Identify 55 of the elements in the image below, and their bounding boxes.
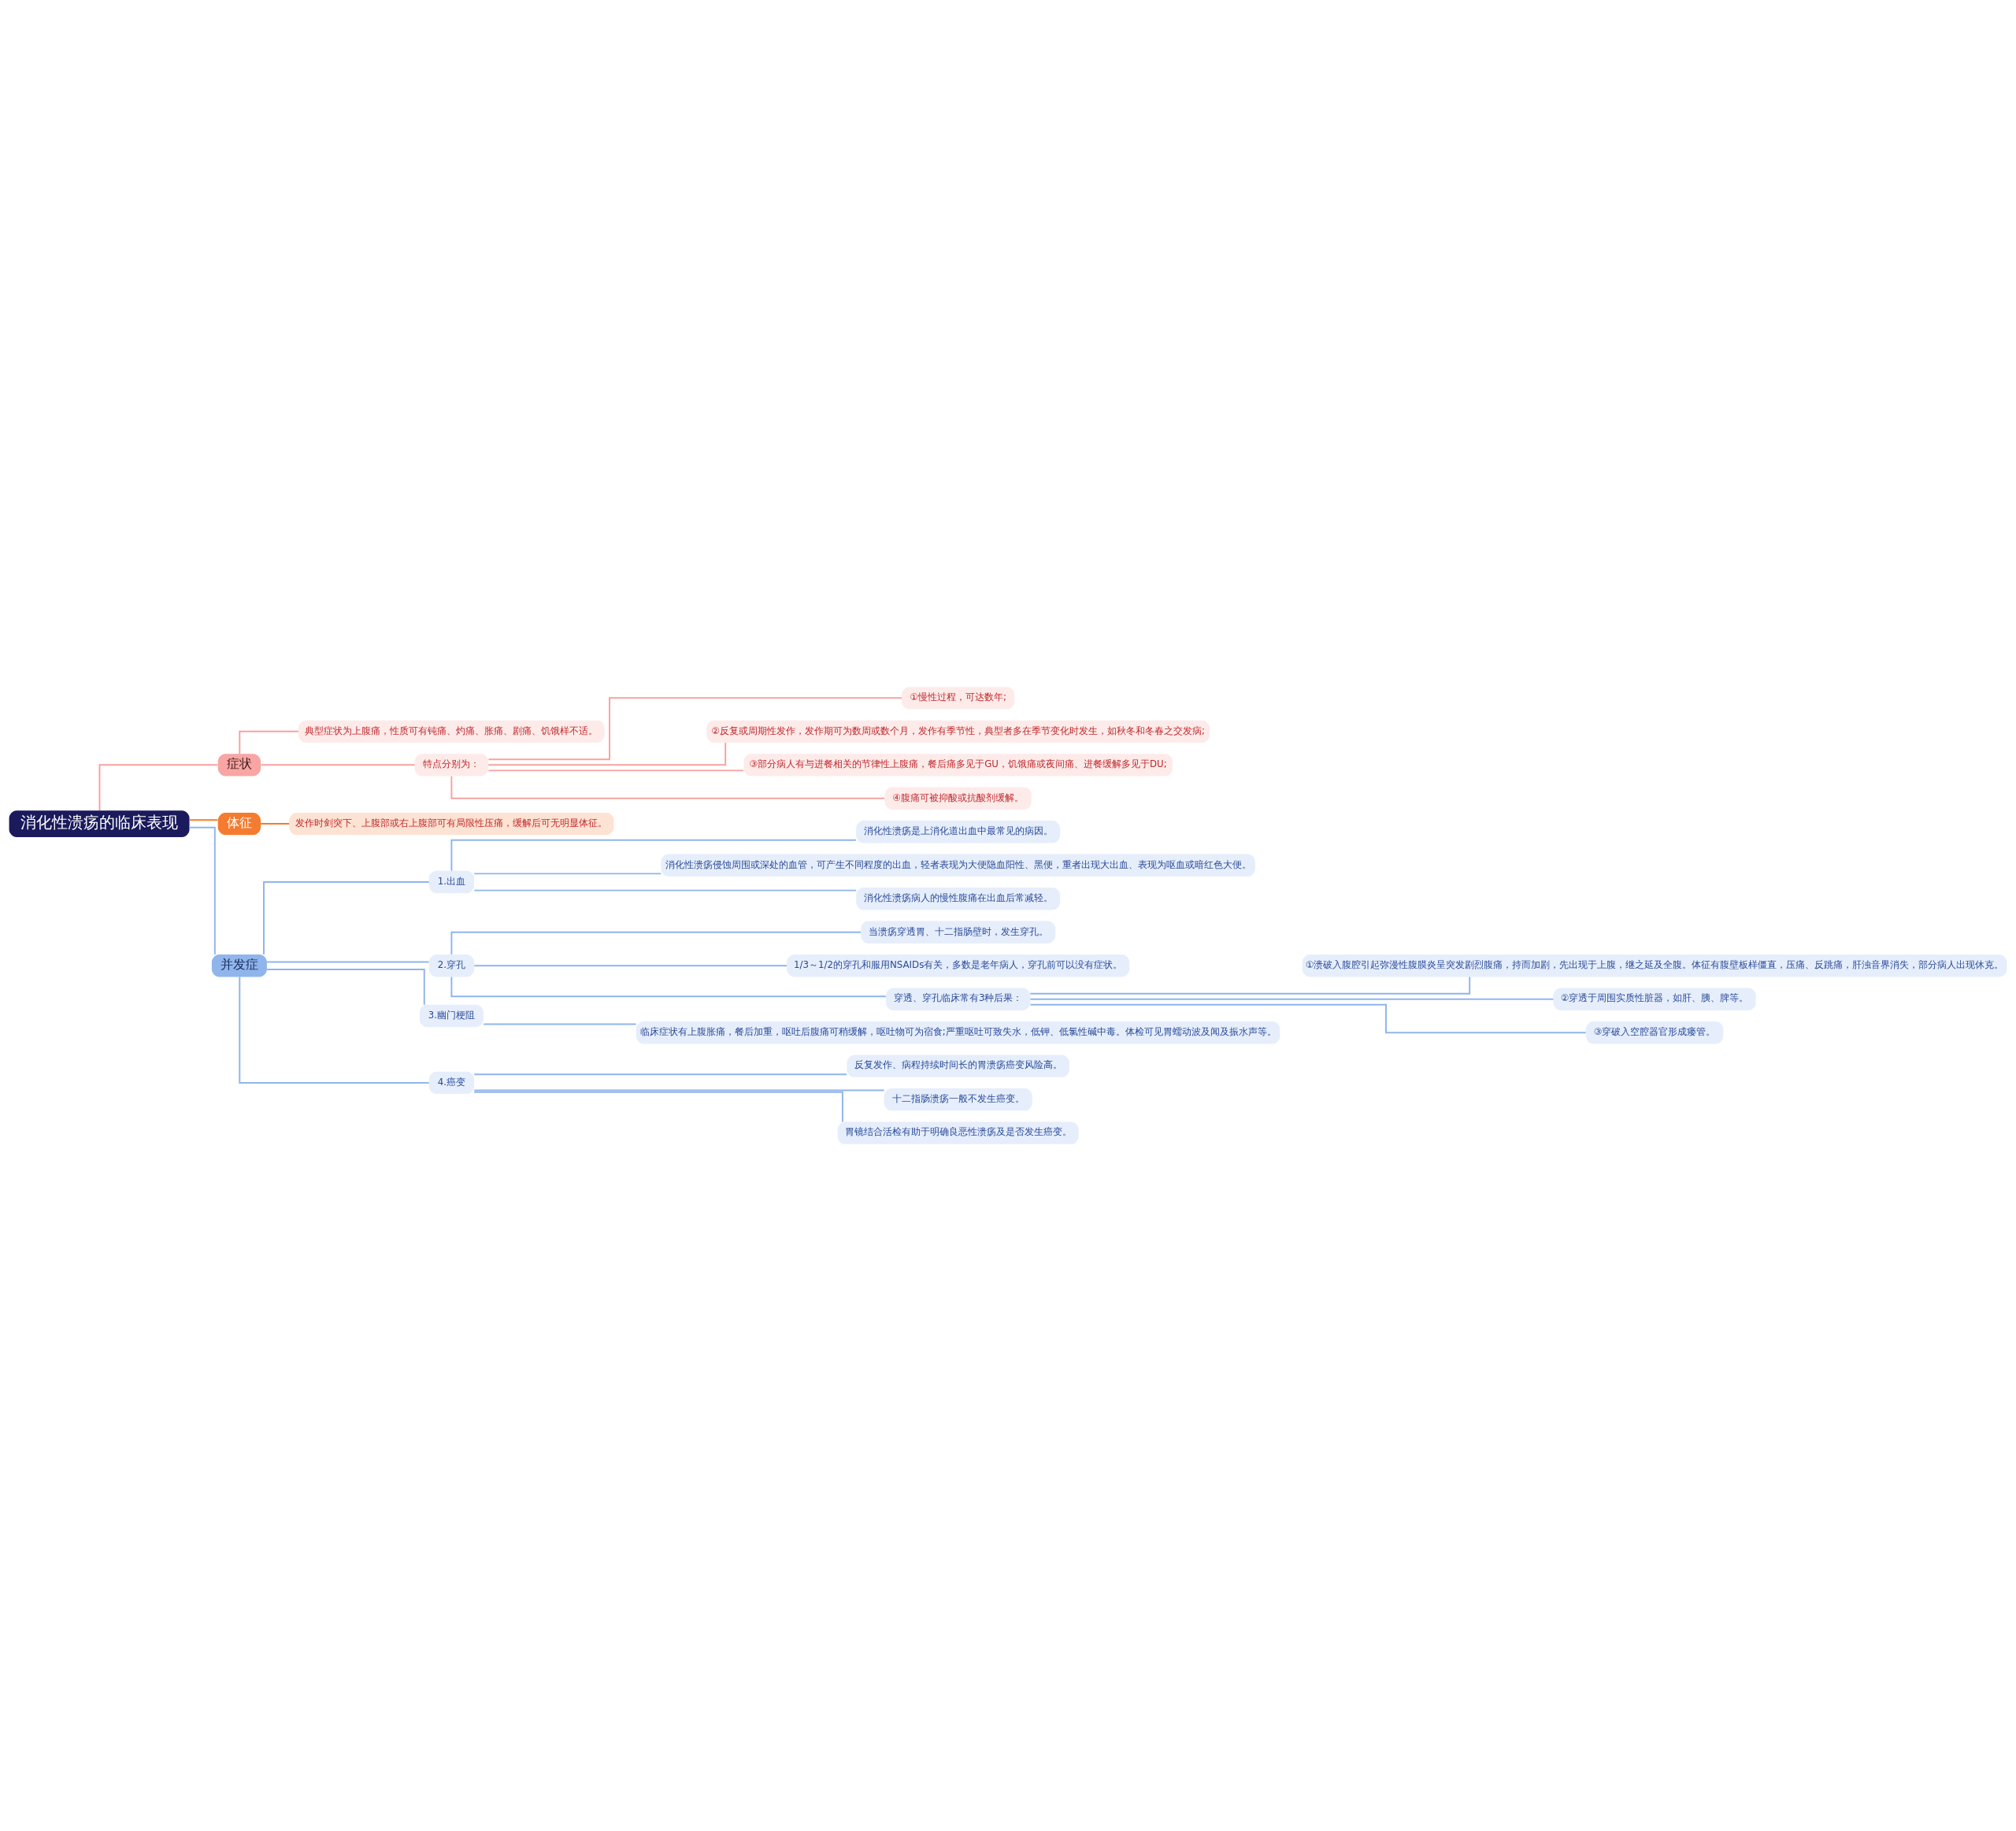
node-box: ①溃破入腹腔引起弥漫性腹膜炎呈突发剧烈腹痛，持而加剧，先出现于上腹，继之延及全腹。体征有腹壁板样僵直，压痛、反跳痛，肝浊音界消失，部分病人出现休克。 <box>1302 954 2007 977</box>
node-box: ②穿透于周围实质性脏器，如肝、胰、脾等。 <box>1553 988 1756 1010</box>
connector <box>260 823 291 825</box>
node-box: 特点分别为： <box>414 754 489 777</box>
connector <box>473 1089 885 1092</box>
connector <box>473 1091 843 1123</box>
connector <box>450 931 862 955</box>
connector <box>1029 998 1555 1000</box>
node-box: 发作时剑突下、上腹部或右上腹部可有局限性压痛，缓解后可无明显体征。 <box>289 812 614 836</box>
node-box: 十二指肠溃疡一般不发生癌变。 <box>884 1088 1032 1111</box>
connector <box>487 742 727 766</box>
connector <box>188 826 216 955</box>
connector <box>98 764 219 812</box>
connector <box>473 889 858 891</box>
node-box: ④腹痛可被抑酸或抗酸剂缓解。 <box>884 787 1032 810</box>
connector <box>483 1023 637 1025</box>
connector <box>473 965 788 967</box>
node-box: 4.癌变 <box>428 1071 475 1095</box>
connector <box>450 775 886 799</box>
connector <box>188 819 219 821</box>
connector <box>450 839 857 872</box>
node-box: 1/3～1/2的穿孔和服用NSAIDs有关，多数是老年病人，穿孔前可以没有症状。 <box>787 954 1130 977</box>
connector <box>450 976 887 998</box>
connector <box>1029 1003 1587 1034</box>
node-box: ③部分病人有与进餐相关的节律性上腹痛，餐后痛多见于GU，饥饿痛或夜间痛、进餐缓解多见于DU; <box>743 754 1173 777</box>
node-box: ③穿破入空腔器官形成瘘管。 <box>1585 1021 1724 1044</box>
connector <box>260 764 416 766</box>
connector <box>487 697 903 761</box>
connector <box>1029 976 1471 995</box>
connector <box>239 976 430 1084</box>
connector <box>266 961 430 963</box>
connector <box>473 1073 848 1076</box>
node-box: 消化性溃疡侵蚀周围或深处的血管，可产生不同程度的出血，轻者表现为大便隐血阳性、黑便，重者出现大出血、表现为呕血或暗红色大便。 <box>661 854 1255 877</box>
connector <box>266 968 425 1006</box>
node-box: ①慢性过程，可达数年; <box>902 687 1015 710</box>
node-box: 消化性溃疡是上消化道出血中最常见的病因。 <box>856 821 1061 843</box>
connector <box>239 730 299 754</box>
node-box: 临床症状有上腹胀痛，餐后加重，呕吐后腹痛可稍缓解，呕吐物可为宿食;严重呕吐可致失水，低钾、低氯性碱中毒。体检可见胃蠕动波及闻及振水声等。 <box>636 1021 1280 1044</box>
node-box: ②反复或周期性发作，发作期可为数周或数个月，发作有季节性，典型者多在季节变化时发生，如秋冬和冬春之交发病; <box>706 720 1210 743</box>
node-box: 并发症 <box>211 954 267 977</box>
node-box: 消化性溃疡的临床表现 <box>9 810 190 837</box>
node-box: 穿透、穿孔临床常有3种后果： <box>886 988 1031 1010</box>
connector <box>487 769 745 772</box>
connector <box>473 873 662 875</box>
node-box: 症状 <box>217 754 261 777</box>
node-box: 2.穿孔 <box>428 954 475 977</box>
node-box: 反复发作、病程持续时间长的胃溃疡癌变风险高。 <box>847 1054 1069 1077</box>
node-box: 当溃疡穿透胃、十二指肠壁时，发生穿孔。 <box>861 921 1056 943</box>
node-box: 典型症状为上腹痛，性质可有钝痛、灼痛、胀痛、剧痛、饥饿样不适。 <box>298 720 605 743</box>
node-box: 体征 <box>217 812 261 836</box>
node-box: 胃镜结合活检有助于明确良恶性溃疡及是否发生癌变。 <box>837 1121 1079 1144</box>
connector <box>263 881 430 955</box>
node-box: 3.幽门梗阻 <box>419 1004 484 1028</box>
node-box: 1.出血 <box>428 870 475 894</box>
node-box: 消化性溃疡病人的慢性腹痛在出血后常减轻。 <box>856 888 1061 910</box>
